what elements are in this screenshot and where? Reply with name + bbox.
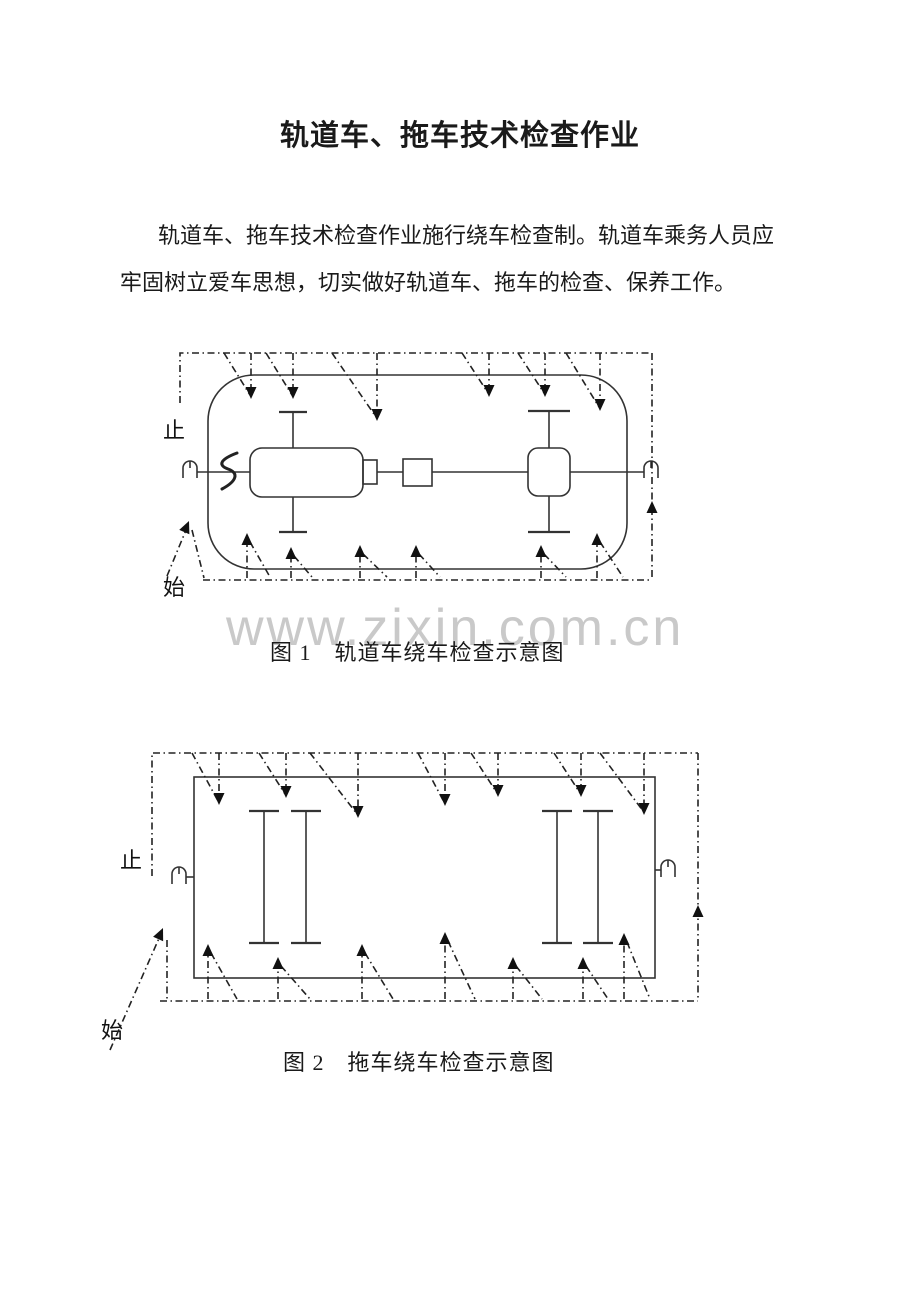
walk-path-zig [258,752,286,795]
walk-path-zig [265,352,293,396]
inspection-arrow-down [352,806,364,818]
rail-car-body [207,374,628,570]
walk-path-zig [280,965,311,1000]
gearbox [402,458,433,487]
inspection-arrow-down [245,387,257,399]
walk-arrow-up [646,501,658,513]
figure1-caption: 图 1 轨道车绕车检查示意图 [270,640,565,665]
walk-path-top [179,352,652,403]
walk-path-zig [599,752,644,812]
inspection-arrow-down [483,385,495,397]
inspection-arrow-up [285,547,297,559]
trailer-body [193,776,656,979]
walk-path-zig [309,752,358,815]
inspection-arrow-up [535,545,547,557]
walk-path-zig [418,553,441,578]
inspection-arrow-up [354,545,366,557]
walk-arrow-up [692,905,704,917]
walk-path-zig [293,555,313,578]
start-path [166,529,187,577]
walk-path-zig [553,752,581,794]
figure2-start-label: 始 [101,1018,123,1043]
figure1-railcar-diagram: 止 始 [163,352,659,600]
inspection-arrow-up [618,933,630,945]
walk-path-zig [331,352,377,418]
figure1-start-label: 始 [163,575,185,600]
walk-path-zig [364,952,394,1000]
inspection-arrow-down [213,793,225,805]
walk-path-zig [585,965,609,1000]
walk-path-zig [461,352,489,394]
inspection-arrow-down [575,785,587,797]
inspection-arrow-up [507,957,519,969]
figure2-stop-label: 止 [120,848,142,873]
inspection-arrow-down [287,387,299,399]
page-title: 轨道车、拖车技术检查作业 [279,120,640,152]
inspection-arrow-up [439,932,451,944]
start-arrow [179,521,190,535]
engine-box [249,447,364,498]
start-path [109,935,161,1051]
walk-path-zig [517,352,545,394]
start-arrow [153,928,164,942]
inspection-arrow-down [371,409,383,421]
inspection-arrow-up [591,533,603,545]
walk-path-zig [470,752,498,794]
walk-path-zig [191,752,219,802]
start-path [191,529,205,579]
inspection-arrow-up [202,944,214,956]
inspection-arrow-down [539,385,551,397]
inspection-arrow-up [577,957,589,969]
walk-path-zig [223,352,251,396]
walk-path-zig [362,553,388,578]
inspection-arrow-up [272,957,284,969]
figure2-trailer-diagram: 止 始 [101,752,704,1051]
walk-path-top [151,752,698,876]
walk-path-zig [565,352,600,408]
walk-path-zig [447,940,476,1000]
inspection-arrow-down [439,794,451,806]
axle-gear-box [527,447,571,497]
walk-path-zig [626,941,651,1000]
walk-path-zig [599,541,624,578]
watermark-text: www.zixin.com.cn [226,599,685,657]
inspection-arrow-down [492,785,504,797]
figure2-caption: 图 2 拖车绕车检查示意图 [283,1050,555,1075]
inspection-arrow-up [241,533,253,545]
inspection-arrow-up [410,545,422,557]
inspection-arrow-up [356,944,368,956]
paragraph-line-1: 轨道车、拖车技术检查作业施行绕车检查制。轨道车乘务人员应 [158,223,775,248]
inspection-arrow-down [638,803,650,815]
walk-path-zig [543,553,567,578]
figure1-stop-label: 止 [163,418,185,443]
inspection-arrow-down [594,399,606,411]
walk-path-zig [515,965,543,1000]
walk-path-zig [249,541,271,578]
paragraph-line-2: 牢固树立爱车思想，切实做好轨道车、拖车的检查、保养工作。 [120,270,737,295]
inspection-arrow-down [280,786,292,798]
crank-squiggle-icon [220,451,239,491]
transmission-box [362,459,378,485]
walk-path-zig [210,952,238,1000]
